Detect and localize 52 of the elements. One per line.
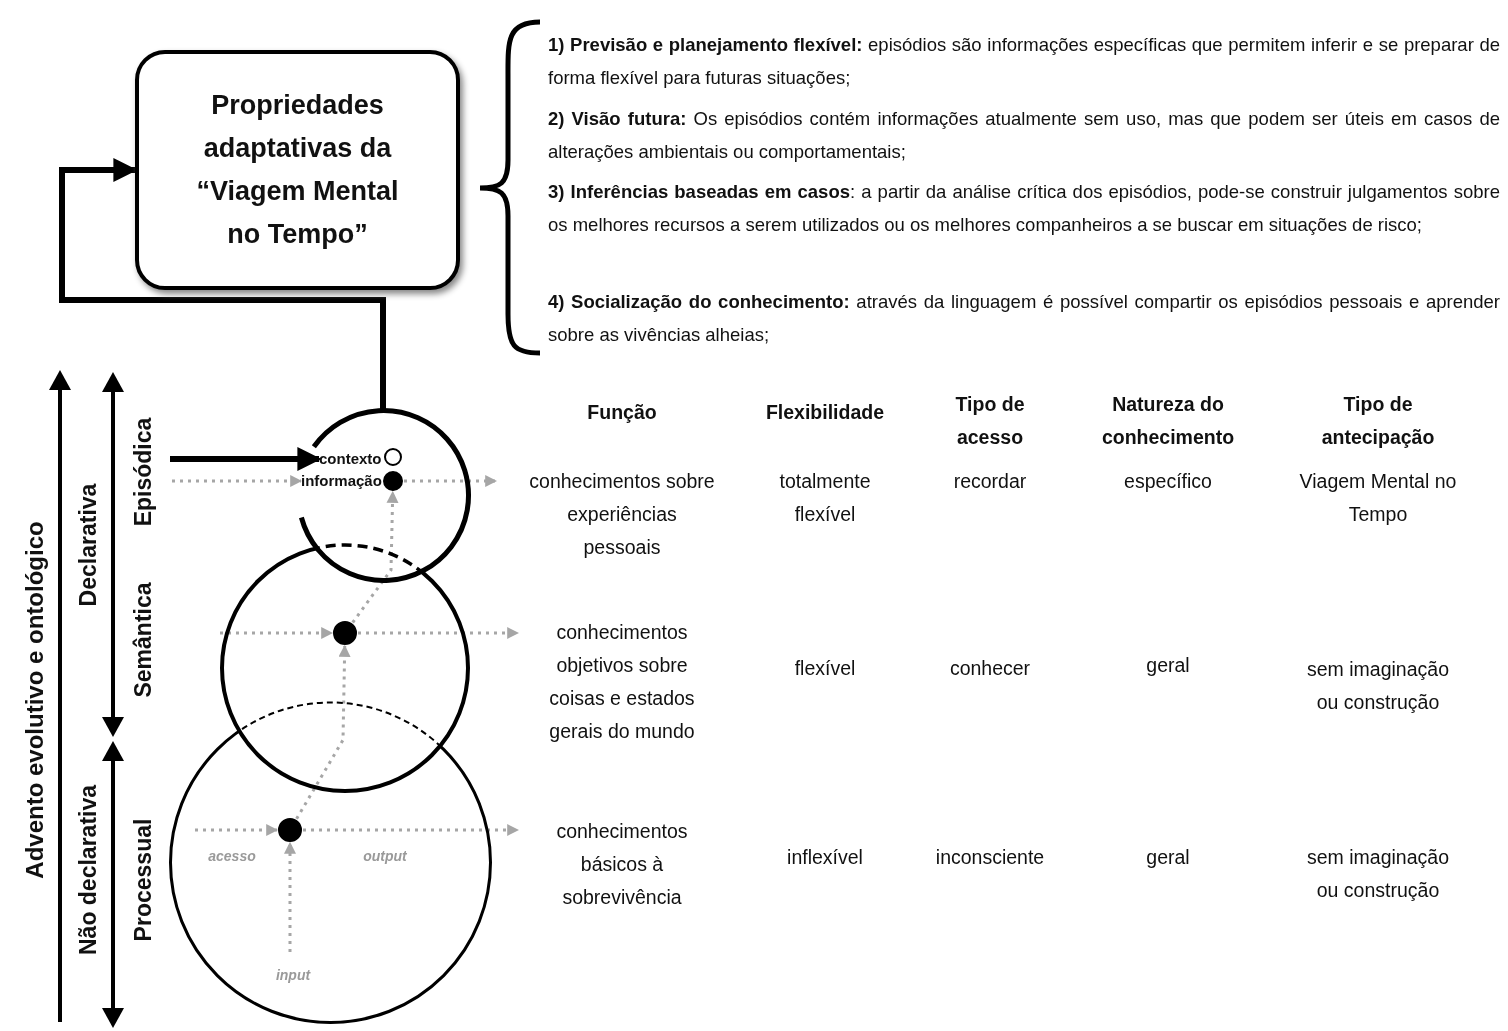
table-entry: flexível bbox=[793, 655, 857, 681]
dotted-arrow bbox=[404, 475, 498, 487]
table-entry: geral bbox=[1145, 652, 1191, 678]
rounded-box bbox=[135, 50, 460, 290]
dotted-arrow bbox=[295, 644, 351, 820]
dotted-arrow bbox=[358, 627, 520, 639]
arrow bbox=[170, 447, 322, 471]
table-entry: conhecimentos objetivos sobre coisas e estados gerais do mundo bbox=[548, 620, 696, 744]
axis-label: Semântica bbox=[129, 582, 157, 698]
column-header: Flexibilidade bbox=[764, 399, 886, 425]
axis-label: Declarativa bbox=[74, 483, 102, 607]
table-entry: conhecimentos básicos à sobrevivência bbox=[555, 818, 689, 910]
dotted-arrow bbox=[284, 841, 296, 952]
text-label: contexto bbox=[319, 449, 382, 469]
column-header: Função bbox=[586, 399, 658, 425]
dot-marker bbox=[333, 621, 357, 645]
table-entry: totalmente flexível bbox=[778, 469, 872, 527]
numbered-point: 4) Socialização do conhecimento: através da linguagem é possível compartir os episódios pessoais e aprender sobre as vivências alheias; bbox=[548, 290, 1500, 347]
table-entry: conhecer bbox=[948, 655, 1032, 681]
text-label: informação bbox=[301, 471, 382, 491]
edge-label: acesso bbox=[208, 848, 256, 864]
dot-marker bbox=[278, 818, 302, 842]
table-entry: recordar bbox=[952, 468, 1028, 494]
table-entry: sem imaginação ou construção bbox=[1306, 657, 1450, 715]
column-header: Natureza do conhecimento bbox=[1100, 392, 1236, 450]
table-entry: sem imaginação ou construção bbox=[1306, 845, 1450, 903]
table-entry: Viagem Mental no Tempo bbox=[1298, 469, 1458, 527]
dot-marker bbox=[384, 448, 402, 466]
dotted-arrow bbox=[172, 475, 303, 487]
table-entry: inconsciente bbox=[934, 844, 1046, 870]
column-header: Tipo de antecipação bbox=[1320, 392, 1436, 450]
axis-label: Episódica bbox=[129, 417, 157, 527]
axis-label: Advento evolutivo e ontológico bbox=[21, 521, 49, 879]
arrow bbox=[59, 158, 386, 410]
table-entry: específico bbox=[1123, 468, 1213, 494]
table-entry: inflexível bbox=[786, 844, 864, 870]
dotted-arrow bbox=[195, 824, 279, 836]
dot-marker bbox=[383, 471, 403, 491]
numbered-point: 3) Inferências baseadas em casos: a partir da análise crítica dos episódios, pode-se construir julgamentos sobre os melhores recursos a serem utilizados ou os melhores companheiros a se buscar em situações de risco; bbox=[548, 180, 1500, 237]
dotted-arrow bbox=[351, 490, 399, 624]
numbered-point: 2) Visão futura: Os episódios contém informações atualmente sem uso, mas que podem ser úteis em casos de alterações ambientais ou comportamentais; bbox=[548, 107, 1500, 164]
axis-label: Processual bbox=[129, 818, 157, 942]
dotted-arrow bbox=[220, 627, 334, 639]
table-entry: conhecimentos sobre experiências pessoais bbox=[528, 468, 716, 560]
table-entry: geral bbox=[1145, 844, 1191, 870]
numbered-point: 1) Previsão e planejamento flexível: episódios são informações específicas que permitem inferir e se preparar de forma flexível para futuras situações; bbox=[548, 33, 1500, 90]
column-header: Tipo de acesso bbox=[954, 392, 1026, 450]
edge-label: output bbox=[363, 848, 407, 864]
edge-label: input bbox=[275, 967, 311, 983]
axis-label: Não declarativa bbox=[74, 785, 102, 955]
dotted-arrow bbox=[303, 824, 520, 836]
box-title: Propriedades adaptativas da “Viagem Mental no Tempo” bbox=[195, 89, 400, 251]
